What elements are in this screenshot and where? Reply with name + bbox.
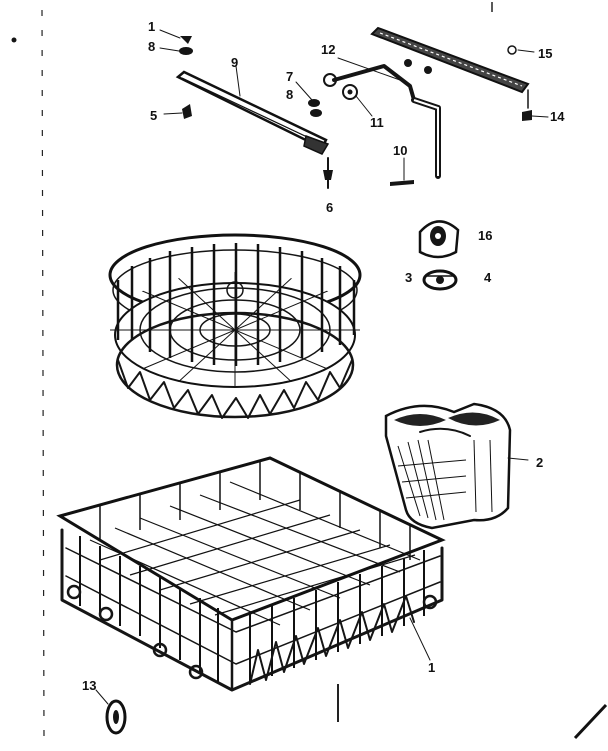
part-stop-5 xyxy=(163,104,192,119)
callouts: 1 8 9 5 7 8 6 12 15 11 14 10 16 3 4 2 1 … xyxy=(82,19,565,693)
upper-basket-bars xyxy=(116,243,356,366)
callout-14-end-cap: 14 xyxy=(550,109,565,124)
lower-rack-wall-bars xyxy=(79,536,425,684)
callout-10-pin: 10 xyxy=(393,143,407,158)
part-bracket-12 xyxy=(323,57,441,179)
callout-8-washer: 8 xyxy=(148,39,155,54)
part-hub-3-4 xyxy=(422,269,458,291)
lower-rack-wheels xyxy=(66,584,438,680)
lower-rack-floor xyxy=(89,481,421,626)
part-cap-7-8 xyxy=(295,81,322,117)
callout-1-lower-rack: 1 xyxy=(428,660,435,675)
callout-15-rail: 15 xyxy=(538,46,552,61)
part-track-rail-9 xyxy=(175,65,330,155)
upper-basket xyxy=(108,233,362,419)
callout-5-stop: 5 xyxy=(150,108,157,123)
part-screw-6 xyxy=(323,157,333,189)
part-pin-10 xyxy=(390,157,414,186)
callout-8-cap: 8 xyxy=(286,87,293,102)
part-clip-1 xyxy=(159,29,192,44)
lower-rack xyxy=(56,456,446,692)
callout-12-bracket: 12 xyxy=(321,42,335,57)
callout-16-cap: 16 xyxy=(478,228,492,243)
scan-marks xyxy=(11,2,608,741)
callout-1-clip: 1 xyxy=(148,19,155,34)
part-washer-8 xyxy=(159,47,193,55)
lower-rack-back-bars xyxy=(99,462,411,560)
part-roller-11 xyxy=(342,84,373,117)
part-end-cap-14 xyxy=(522,89,549,121)
lower-rack-tines xyxy=(249,595,415,685)
callout-2-silverware-basket: 2 xyxy=(536,455,543,470)
callout-13-wheel: 13 xyxy=(82,678,96,693)
callout-3-hub: 3 xyxy=(405,270,412,285)
part-track-rail-15 xyxy=(370,26,535,94)
callout-9-rail: 9 xyxy=(231,55,238,70)
silverware-basket-grid xyxy=(397,439,493,521)
callout-7-cap: 7 xyxy=(286,69,293,84)
callout-11-roller: 11 xyxy=(370,115,384,130)
silverware-basket xyxy=(384,402,529,530)
part-wheel-13 xyxy=(95,689,127,735)
callout-4-hub: 4 xyxy=(484,270,492,285)
part-cap-16 xyxy=(418,220,460,259)
callout-6-screw: 6 xyxy=(326,200,333,215)
upper-basket-tines xyxy=(117,359,353,419)
